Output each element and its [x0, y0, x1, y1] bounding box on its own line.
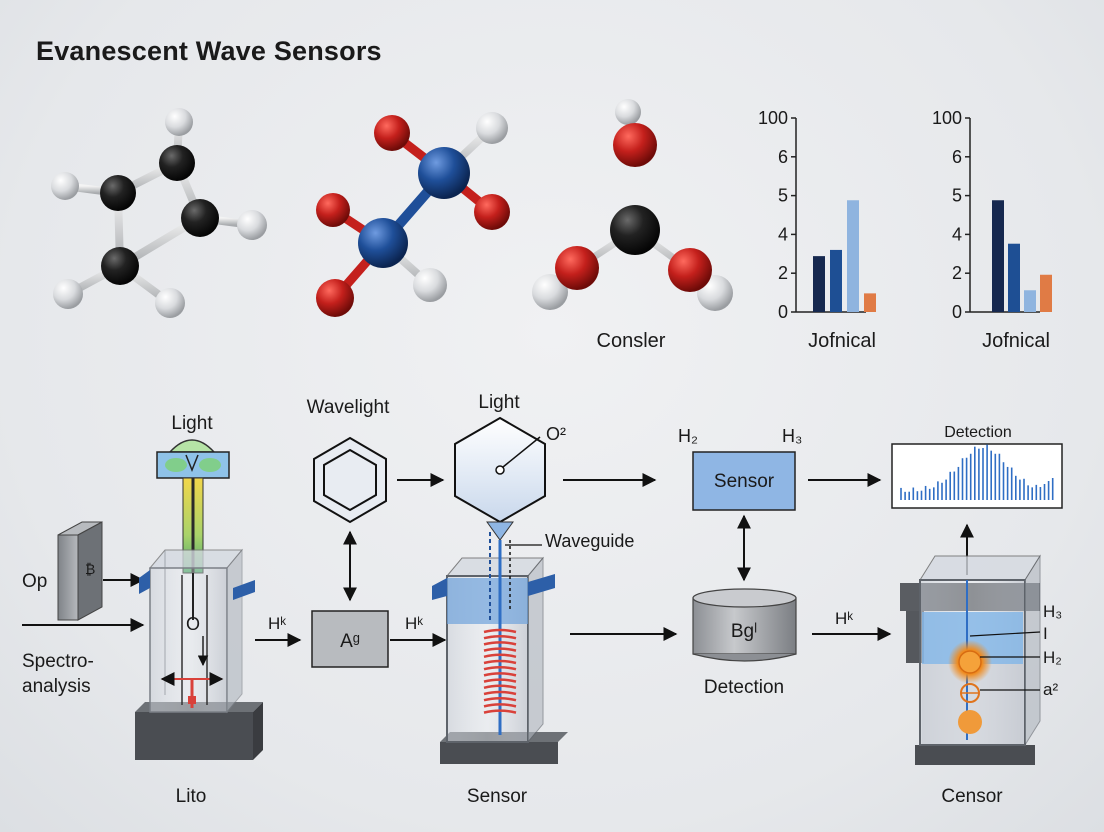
op-glyph: ₿ — [85, 561, 95, 577]
molecule-carbonyl — [532, 99, 733, 311]
coil-turn — [483, 709, 517, 714]
bar — [992, 200, 1004, 312]
bar — [813, 256, 825, 312]
spectro-label-2: analysis — [22, 676, 91, 697]
light-source-assembly: Light — [156, 413, 230, 574]
ag-box — [311, 610, 389, 668]
coil-turn — [483, 665, 517, 671]
y-tick-label: 4 — [778, 224, 788, 244]
hexagon-light-source: O² — [454, 416, 566, 541]
h2-top-label: H₂ — [678, 426, 698, 446]
y-tick-label: 6 — [952, 147, 962, 167]
waveguide-sensor: Waveguide Sensor — [432, 531, 634, 807]
h3-top-label: H₃ — [782, 426, 802, 446]
bar — [864, 293, 876, 312]
cuvette-lito: O Lito — [135, 548, 263, 807]
h2-right-label: H₂ — [1043, 648, 1062, 667]
h-arrow-label-3: Hᵏ — [835, 609, 853, 628]
molecule-nitrogen-oxygen — [316, 112, 510, 317]
y-tick-label: 0 — [952, 302, 962, 322]
coil-turn — [483, 647, 517, 652]
y-tick-label: 6 — [778, 147, 788, 167]
wavelight-label: Wavelight — [307, 397, 390, 418]
o-superscript-label: O² — [546, 424, 566, 444]
sensor-label-bottom: Sensor — [467, 786, 528, 807]
spectrum-lines — [900, 444, 1054, 500]
y-tick-label: 2 — [952, 263, 962, 283]
bar — [1040, 274, 1052, 312]
spectro-label-1: Spectro- — [22, 651, 94, 672]
h-arrow-label-2: Hᵏ — [405, 614, 423, 633]
h-arrow-label-1: Hᵏ — [268, 614, 286, 633]
y-tick-label: 100 — [932, 108, 962, 128]
waveguide-label: Waveguide — [545, 531, 634, 551]
coil-turn — [483, 678, 517, 683]
coil-turn — [483, 684, 517, 690]
detection-title: Detection — [944, 424, 1012, 441]
bar — [1008, 243, 1020, 312]
chart-caption: Jofnical — [982, 330, 1050, 352]
heater-coil — [483, 628, 517, 714]
coil-turn — [483, 634, 517, 640]
coil-turn — [483, 703, 517, 708]
ag-label: Aᵍ — [340, 631, 360, 652]
y-tick-label: 4 — [952, 224, 962, 244]
coil-turn — [483, 696, 517, 702]
coil-turn — [483, 628, 517, 634]
bar — [1024, 290, 1036, 312]
bar — [830, 249, 842, 312]
bgl-cylinder: Bgˡ — [692, 588, 797, 662]
coil-turn — [483, 659, 517, 665]
y-tick-label: 2 — [778, 263, 788, 283]
bgl-label: Bgˡ — [731, 621, 757, 642]
censor-label: Censor — [941, 786, 1003, 807]
light-label-middle: Light — [478, 392, 520, 413]
coil-turn — [483, 690, 517, 696]
light-label-left: Light — [171, 413, 213, 434]
chart-caption: Jofnical — [808, 330, 876, 352]
page-title: Evanescent Wave Sensors — [36, 36, 382, 66]
bar — [847, 200, 859, 312]
spectrum-panel — [891, 443, 1063, 509]
op-box: Op ₿ — [22, 521, 103, 621]
y-tick-label: 0 — [778, 302, 788, 322]
benzene-ring — [313, 436, 387, 524]
sensor-box — [692, 451, 796, 511]
censor-tank: H₃ I H₂ a² Censor — [900, 554, 1062, 807]
lito-label: Lito — [176, 786, 207, 807]
y-tick-label: 5 — [778, 186, 788, 206]
op-label: Op — [22, 571, 47, 592]
cuvette-o-label: O — [186, 614, 200, 634]
coil-turn — [483, 653, 517, 659]
coil-turn — [483, 641, 517, 646]
molecule-ring — [51, 108, 267, 318]
y-tick-label: 100 — [758, 108, 788, 128]
sensor-box-label: Sensor — [714, 471, 775, 492]
detection-mid-label: Detection — [704, 677, 784, 698]
h3-right-label: H₃ — [1043, 602, 1062, 621]
a2-right-label: a² — [1043, 680, 1058, 699]
y-tick-label: 5 — [952, 186, 962, 206]
i-right-label: I — [1043, 624, 1048, 643]
coil-turn — [483, 672, 517, 677]
molecule-caption: Consler — [597, 330, 666, 352]
